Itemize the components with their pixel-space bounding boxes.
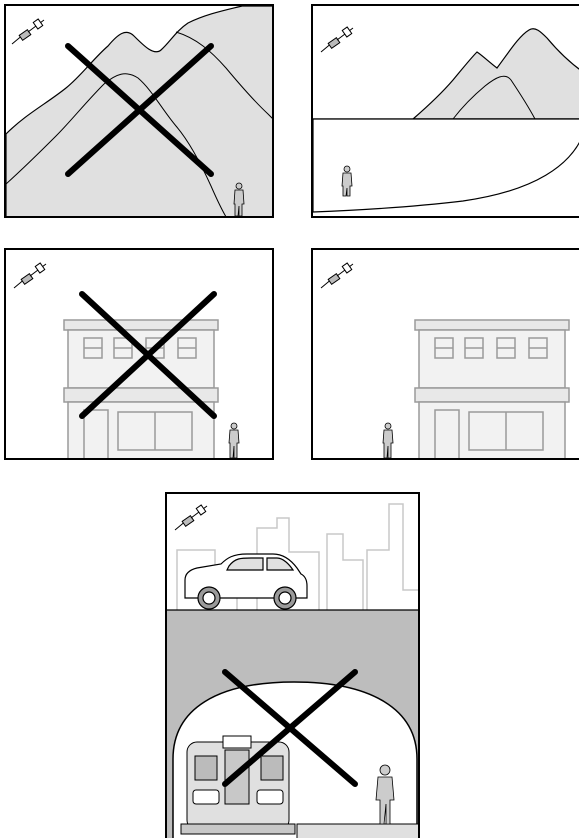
satellite-icon xyxy=(14,263,46,288)
car-icon xyxy=(185,554,307,609)
mountains-near-scene xyxy=(6,6,274,218)
panel-building-far xyxy=(311,248,579,460)
panel-mountains-far xyxy=(311,4,579,218)
underground-scene xyxy=(167,494,420,838)
mountains-far-scene xyxy=(313,6,579,218)
platform xyxy=(297,824,420,838)
building-near-scene xyxy=(6,250,274,460)
panel-building-near xyxy=(4,248,274,460)
train-icon xyxy=(181,736,295,834)
satellite-icon xyxy=(12,19,44,44)
building-far-scene xyxy=(313,250,579,460)
satellite-icon xyxy=(321,263,353,288)
building xyxy=(415,320,569,460)
person-icon xyxy=(229,423,239,458)
panel-mountains-near xyxy=(4,4,274,218)
person-icon xyxy=(383,423,393,458)
foreground-ground xyxy=(313,119,579,212)
panel-underground xyxy=(165,492,420,838)
satellite-icon xyxy=(175,505,207,530)
building xyxy=(64,320,218,460)
mountain-range xyxy=(413,29,579,119)
satellite-icon xyxy=(321,27,353,52)
